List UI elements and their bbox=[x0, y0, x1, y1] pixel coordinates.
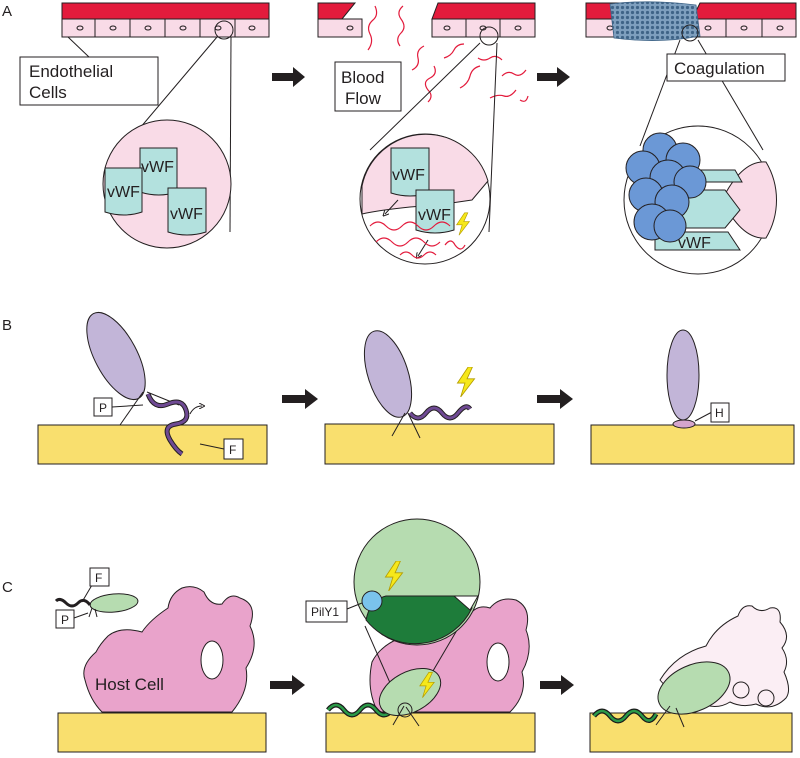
endothelium-damaged: Blood Flow vWF vWF bbox=[317, 2, 536, 265]
endothelial-cell-layer-right bbox=[691, 18, 797, 38]
shear-strands bbox=[369, 221, 466, 259]
host-nucleus bbox=[486, 642, 510, 682]
host-cell bbox=[83, 586, 255, 713]
bacterium-pily1-activation: PilY1 bbox=[305, 518, 536, 753]
coagulation-label-box bbox=[666, 53, 786, 82]
zoom-focus-circle bbox=[681, 24, 699, 42]
host-cell-damage bbox=[589, 605, 793, 753]
bacterium-body bbox=[363, 330, 413, 418]
blood-flow-label-box bbox=[334, 61, 402, 112]
step-arrow bbox=[270, 675, 305, 695]
bacterium-body bbox=[666, 329, 700, 421]
panel-b: B P F bbox=[2, 311, 795, 465]
flagellum-label: F bbox=[95, 571, 102, 585]
vwf-block: vWF bbox=[104, 167, 143, 216]
pilus-label-box bbox=[93, 397, 113, 417]
vwf-block: vWF bbox=[390, 147, 430, 197]
step-arrow bbox=[540, 675, 574, 695]
rotation-arrow-icon bbox=[189, 406, 202, 415]
flagellum bbox=[54, 597, 92, 608]
bacterium-body bbox=[86, 311, 146, 401]
membrane-bleb bbox=[732, 681, 750, 699]
vwf-label: vWF bbox=[678, 235, 711, 252]
pily1-protein bbox=[361, 590, 383, 612]
endothelial-cells-label-line2: Cells bbox=[29, 83, 67, 102]
membrane-bleb bbox=[757, 689, 775, 707]
host-nucleus bbox=[200, 640, 224, 680]
holdfast-label: H bbox=[715, 406, 724, 420]
step-arrow bbox=[537, 389, 573, 409]
vwf-block: vWF bbox=[415, 189, 455, 234]
bacterium-body bbox=[657, 661, 731, 715]
bacterium-holdfast: H bbox=[590, 329, 795, 465]
panel-label-a: A bbox=[2, 3, 12, 20]
blood-vessel-wall-left bbox=[317, 2, 357, 20]
panel-label-b: B bbox=[2, 317, 12, 334]
step-arrow bbox=[272, 67, 305, 87]
holdfast bbox=[672, 419, 696, 429]
surface bbox=[57, 712, 267, 753]
host-cell-label: Host Cell bbox=[95, 675, 164, 694]
blood-vessel-wall bbox=[61, 2, 270, 20]
panel-a: A Endothelial Cells bbox=[2, 1, 797, 275]
pilus-label: P bbox=[99, 401, 107, 415]
blood-flow-label-line1: Blood bbox=[341, 68, 384, 87]
pilus-label-box bbox=[55, 609, 75, 629]
blood-vessel-wall-right bbox=[691, 2, 797, 20]
bacterium-approach: P F bbox=[37, 311, 268, 465]
panel-c: C Host Cell F P bbox=[2, 518, 793, 753]
vwf-block: vWF bbox=[139, 147, 178, 196]
zoom-focus-circle bbox=[214, 20, 234, 40]
pily1-label-box bbox=[305, 600, 348, 623]
endothelial-cell-layer-right bbox=[431, 18, 536, 38]
flagellum-label: F bbox=[229, 443, 236, 457]
vwf-block: vWF bbox=[167, 187, 207, 236]
blood-vessel-wall-right bbox=[431, 2, 536, 20]
flagellum-label-box bbox=[223, 438, 244, 460]
svg-text:vWF: vWF bbox=[107, 184, 140, 201]
pilus-label: P bbox=[61, 613, 69, 627]
endothelial-cell-layer-left bbox=[317, 18, 363, 38]
flagellum bbox=[408, 405, 472, 420]
svg-text:vWF: vWF bbox=[141, 159, 174, 176]
platelet-cluster bbox=[625, 132, 707, 243]
platelet-clot bbox=[609, 1, 701, 41]
pily1-label: PilY1 bbox=[311, 605, 339, 619]
step-arrow bbox=[537, 67, 570, 87]
surface bbox=[324, 423, 555, 465]
flagellum-label-box bbox=[89, 567, 110, 587]
surface bbox=[325, 712, 536, 753]
endothelial-cells-label-line1: Endothelial bbox=[29, 62, 113, 81]
endothelium-intact: Endothelial Cells vWF vWF vWF bbox=[19, 2, 270, 249]
bacterium-attached bbox=[324, 330, 555, 465]
surface bbox=[590, 424, 795, 465]
blood-flow-label-line2: Flow bbox=[345, 89, 382, 108]
holdfast-label-box bbox=[710, 402, 730, 423]
step-arrow bbox=[282, 389, 318, 409]
svg-text:vWF: vWF bbox=[392, 167, 425, 184]
svg-text:vWF: vWF bbox=[418, 207, 451, 224]
bacterium-host-cell: Host Cell F P bbox=[54, 567, 267, 753]
zoom-focus-circle bbox=[479, 26, 499, 46]
endothelium-coagulation: Coagulation vWF bbox=[585, 1, 797, 275]
panel-label-c: C bbox=[2, 579, 13, 596]
svg-text:vWF: vWF bbox=[170, 206, 203, 223]
coagulation-label: Coagulation bbox=[674, 59, 765, 78]
bacterium-body bbox=[89, 593, 139, 613]
endothelial-cells-label-box bbox=[19, 56, 159, 106]
lightning-bolt-icon bbox=[456, 367, 476, 397]
